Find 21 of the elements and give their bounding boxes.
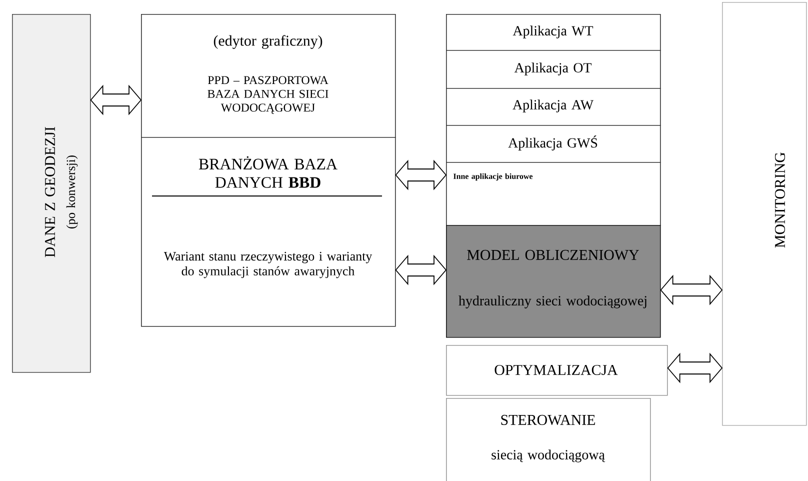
box-label: Aplikacja GWŚ bbox=[508, 136, 598, 150]
box-text: siecią wodociągową bbox=[492, 450, 606, 462]
vertical-label: MONITORING bbox=[774, 152, 786, 248]
box-label: Aplikacja AW bbox=[512, 100, 594, 112]
box-title: (edytor graficzny) bbox=[214, 35, 322, 49]
box-text: hydrauliczny sieci wodociągowej bbox=[458, 296, 646, 308]
double-arrow bbox=[90, 84, 142, 116]
vertical-label: DANE Z GEODEZJI bbox=[45, 126, 56, 258]
box-title: MODEL OBLICZENIOWY bbox=[467, 250, 639, 260]
box-label: Aplikacja OT bbox=[514, 62, 592, 76]
box-label: OPTYMALIZACJA bbox=[494, 364, 618, 375]
box-title: STEROWANIE bbox=[501, 414, 595, 426]
double-arrow bbox=[667, 352, 723, 384]
double-arrow bbox=[395, 254, 447, 286]
box-text: Wariant stanu rzeczywistego i warianty do symulacji stanów awaryjnych bbox=[164, 252, 372, 278]
box-text: PPD – PASZPORTOWA BAZA DANYCH SIECI WODOCĄGOWEJ bbox=[208, 76, 328, 114]
box-title: BRANŻOWA BAZA DANYCH BBD bbox=[198, 156, 338, 188]
double-arrow bbox=[395, 160, 447, 190]
vertical-label: (po konwersji) bbox=[66, 156, 78, 228]
box-label: Aplikacja WT bbox=[512, 26, 594, 38]
double-arrow bbox=[660, 274, 723, 306]
